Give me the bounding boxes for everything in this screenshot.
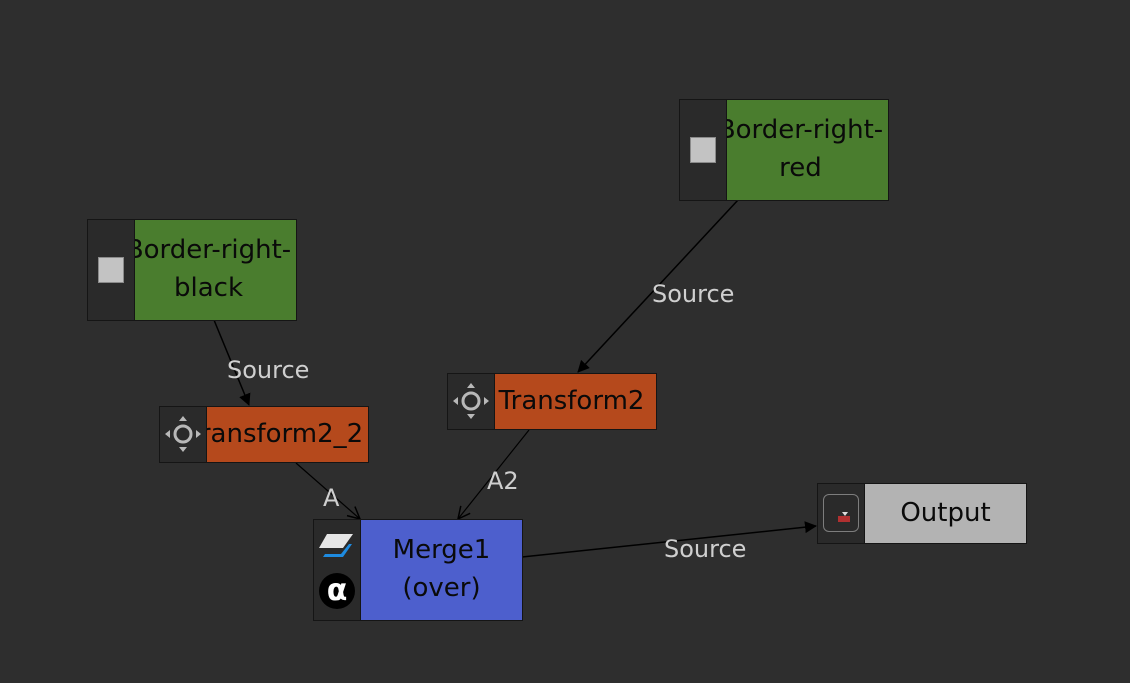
transform-move-icon (453, 383, 489, 419)
node-label-text: Transform2_2 (187, 418, 364, 449)
node-transform2-2[interactable]: Transform2_2 (159, 406, 369, 463)
edge-label-output-source: Source (664, 535, 747, 563)
output-monitor-icon (823, 494, 859, 532)
node-label-line-1: Merge1 (392, 535, 491, 566)
transform-move-icon (165, 416, 201, 452)
node-label-line-1: Border-right- (125, 235, 292, 266)
edge-transform2-2-to-merge[interactable] (295, 462, 360, 519)
node-label: Border-right- black (126, 220, 296, 320)
node-border-right-black[interactable]: Border-right- black (87, 219, 297, 321)
node-transform2[interactable]: Transform2 (447, 373, 657, 430)
node-label-line-2: black (173, 273, 243, 303)
node-border-right-red[interactable]: Border-right- red (679, 99, 889, 201)
edge-merge-to-output[interactable] (521, 521, 817, 558)
alpha-icon: α (319, 573, 355, 609)
edge-red-to-transform2[interactable] (577, 199, 739, 373)
node-icon-area (88, 220, 135, 320)
edge-transform2-to-merge[interactable] (458, 429, 530, 519)
node-icon-area (680, 100, 727, 200)
square-swatch-icon (98, 257, 124, 283)
node-label: Transform2 (495, 374, 656, 429)
edge-label-black-source: Source (227, 356, 310, 384)
node-icon-area (160, 407, 207, 462)
edge-label-a: A (323, 484, 340, 512)
node-label-text: Output (900, 497, 991, 528)
node-label: Output (865, 484, 1026, 543)
node-icon-area: α (314, 520, 361, 620)
node-icon-area (448, 374, 495, 429)
alpha-glyph: α (327, 573, 348, 608)
edge-label-a2: A2 (487, 467, 519, 495)
node-label: Merge1 (over) (361, 520, 522, 620)
node-label-line-2: (over) (402, 573, 481, 603)
edge-label-red-source: Source (652, 280, 735, 308)
node-icon-area (818, 484, 865, 543)
node-output[interactable]: Output (817, 483, 1027, 544)
layers-icon (319, 534, 353, 557)
node-merge1[interactable]: α Merge1 (over) (313, 519, 523, 621)
square-swatch-icon (690, 137, 716, 163)
node-label-line-1: Border-right- (717, 115, 884, 146)
node-label: Border-right- red (718, 100, 888, 200)
node-label-text: Transform2 (498, 385, 645, 416)
edge-black-to-transform2-2[interactable] (213, 319, 251, 406)
node-label-line-2: red (779, 153, 822, 183)
node-label: Transform2_2 (188, 407, 368, 462)
